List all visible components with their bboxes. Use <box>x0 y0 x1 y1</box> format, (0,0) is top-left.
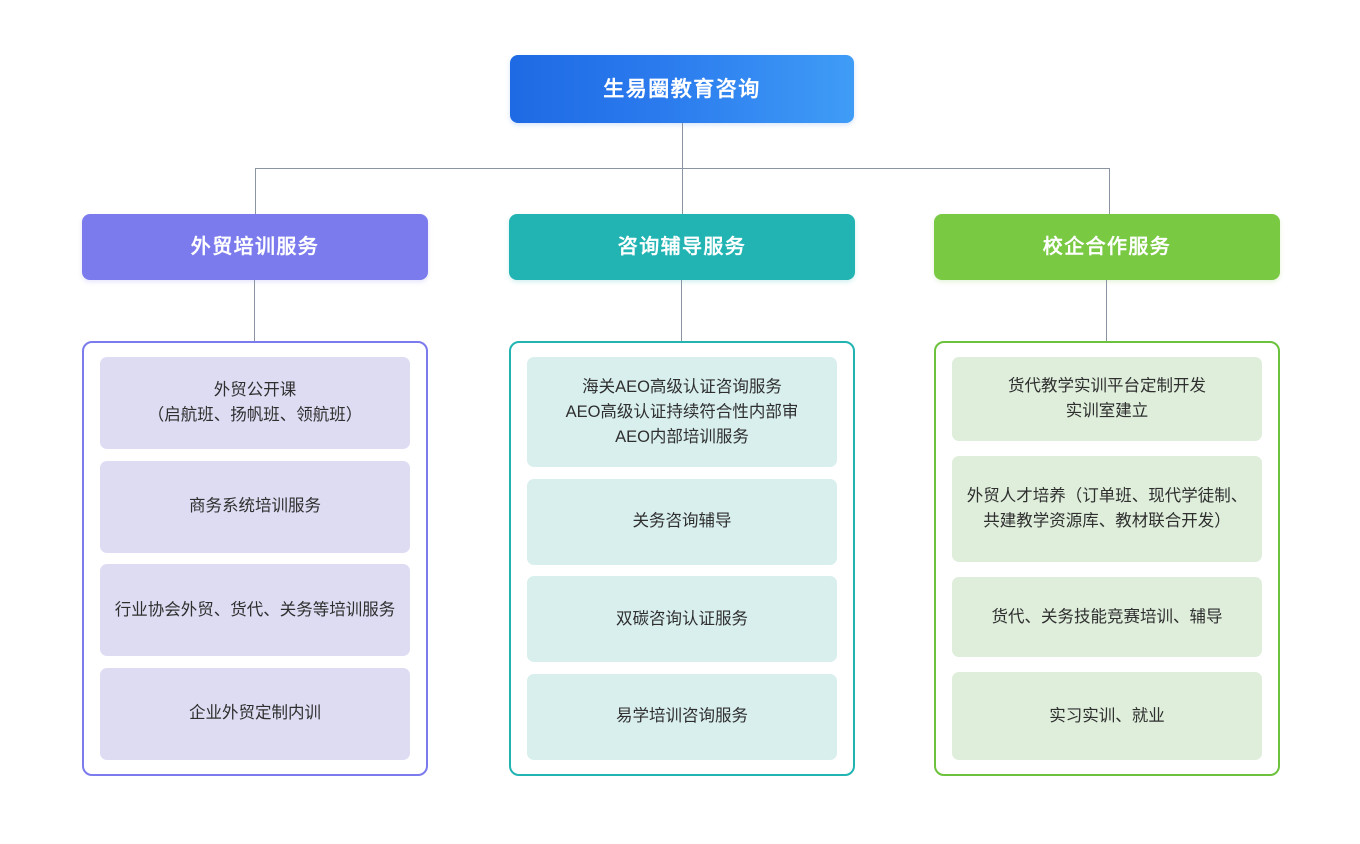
list-item[interactable]: 易学培训咨询服务 <box>527 673 837 760</box>
category-header-1-label: 咨询辅导服务 <box>617 236 747 258</box>
items-container-1: 海关AEO高级认证咨询服务 AEO高级认证持续符合性内部审 AEO内部培训服务 … <box>509 341 855 776</box>
connector-to-column-0 <box>255 168 256 214</box>
connector-header-2-to-items <box>1106 280 1107 341</box>
column-school-enterprise-cooperation: 校企合作服务 货代教学实训平台定制开发 实训室建立 外贸人才培养（订单班、现代学… <box>934 214 1280 776</box>
list-item[interactable]: 海关AEO高级认证咨询服务 AEO高级认证持续符合性内部审 AEO内部培训服务 <box>527 357 837 467</box>
connector-to-column-1 <box>682 168 683 214</box>
category-header-2-label: 校企合作服务 <box>1042 236 1172 258</box>
list-item[interactable]: 行业协会外贸、货代、关务等培训服务 <box>100 564 410 657</box>
column-foreign-trade-training: 外贸培训服务 外贸公开课 （启航班、扬帆班、领航班） 商务系统培训服务 行业协会… <box>82 214 428 776</box>
list-item[interactable]: 外贸人才培养（订单班、现代学徒制、共建教学资源库、教材联合开发） <box>952 456 1262 562</box>
column-consulting-services: 咨询辅导服务 海关AEO高级认证咨询服务 AEO高级认证持续符合性内部审 AEO… <box>509 214 855 776</box>
connector-header-0-to-items <box>254 280 255 341</box>
list-item[interactable]: 外贸公开课 （启航班、扬帆班、领航班） <box>100 357 410 449</box>
root-node[interactable]: 生易圈教育咨询 <box>510 55 854 123</box>
connector-root-down <box>682 123 683 168</box>
category-header-1[interactable]: 咨询辅导服务 <box>509 214 855 341</box>
category-header-0-label: 外贸培训服务 <box>190 236 320 258</box>
list-item[interactable]: 关务咨询辅导 <box>527 478 837 565</box>
connector-header-1-to-items <box>681 280 682 341</box>
category-header-2[interactable]: 校企合作服务 <box>934 214 1280 341</box>
list-item[interactable]: 商务系统培训服务 <box>100 460 410 553</box>
items-container-0: 外贸公开课 （启航班、扬帆班、领航班） 商务系统培训服务 行业协会外贸、货代、关… <box>82 341 428 776</box>
category-header-0[interactable]: 外贸培训服务 <box>82 214 428 341</box>
list-item[interactable]: 货代、关务技能竞赛培训、辅导 <box>952 577 1262 657</box>
connector-to-column-2 <box>1109 168 1110 214</box>
items-container-2: 货代教学实训平台定制开发 实训室建立 外贸人才培养（订单班、现代学徒制、共建教学… <box>934 341 1280 776</box>
list-item[interactable]: 货代教学实训平台定制开发 实训室建立 <box>952 357 1262 441</box>
list-item[interactable]: 实习实训、就业 <box>952 672 1262 760</box>
root-node-label: 生易圈教育咨询 <box>603 77 761 101</box>
list-item[interactable]: 双碳咨询认证服务 <box>527 576 837 663</box>
list-item[interactable]: 企业外贸定制内训 <box>100 667 410 760</box>
